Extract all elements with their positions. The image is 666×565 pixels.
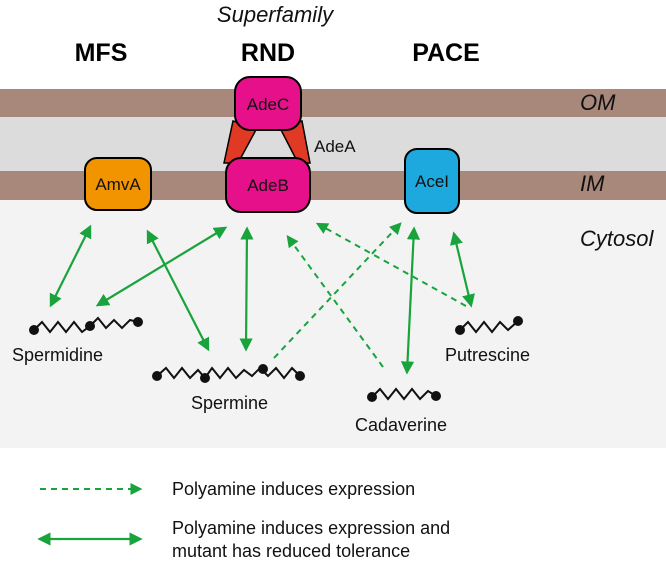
acei-label: AceI [415, 172, 449, 191]
cadaverine-label: Cadaverine [355, 415, 447, 435]
amva-label: AmvA [95, 175, 141, 194]
family-label-pace: PACE [412, 39, 480, 67]
arrow-adeb-spermine [239, 226, 254, 352]
adec-protein [234, 76, 302, 131]
spermine-structure [152, 364, 305, 383]
arrow-cadaverine-adeb-dashed [286, 235, 384, 368]
cytosol-region [0, 200, 666, 448]
label-cytosol: Cytosol [580, 226, 654, 251]
outer-membrane-band [0, 89, 666, 117]
legend-dashed-label: Polyamine induces expression [172, 479, 415, 499]
arrow-spermine-acei-dashed [273, 222, 402, 359]
spermidine-structure [29, 316, 143, 335]
putrescine-label: Putrescine [445, 345, 530, 365]
arrow-amva-spermidine [49, 224, 92, 308]
amva-protein [84, 157, 152, 211]
family-label-rnd: RND [241, 39, 295, 67]
label-im: IM [580, 171, 605, 196]
spermidine-label: Spermidine [12, 345, 103, 365]
superfamily-title: Superfamily [217, 2, 335, 27]
family-label-mfs: MFS [75, 39, 128, 67]
putrescine-structure [455, 316, 523, 335]
adec-label: AdeC [247, 95, 290, 114]
adea-label: AdeA [314, 137, 356, 156]
adeb-label: AdeB [247, 176, 289, 195]
arrow-adeb-spermidine [95, 226, 228, 307]
arrow-acei-cadaverine [400, 226, 421, 375]
arrow-acei-putrescine [450, 231, 475, 308]
spermine-label: Spermine [191, 393, 268, 413]
legend-solid-label-line2: mutant has reduced tolerance [172, 541, 410, 561]
cadaverine-structure [367, 387, 441, 402]
adeb-protein [225, 157, 311, 213]
label-om: OM [580, 90, 616, 115]
legend-solid-label-line1: Polyamine induces expression and [172, 518, 450, 538]
acei-protein [404, 148, 460, 214]
